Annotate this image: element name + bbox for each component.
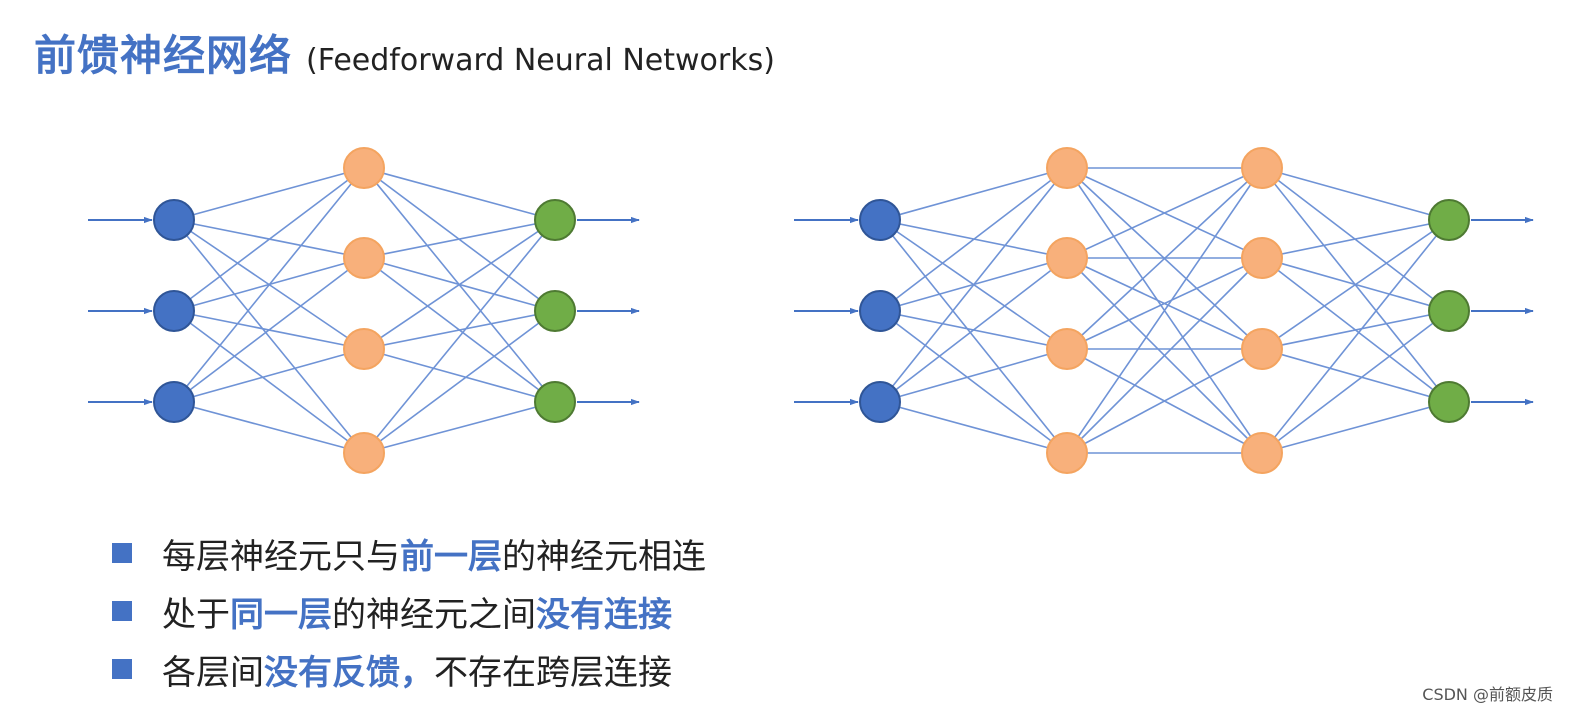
connection-line — [173, 310, 365, 454]
hidden-neuron — [343, 328, 385, 370]
input-neuron — [859, 381, 901, 423]
connection-line — [879, 167, 1068, 221]
bullet-highlight-text: 没有反馈， — [264, 652, 434, 693]
bullet-text: 的神经元相连 — [502, 536, 706, 577]
input-neuron — [859, 290, 901, 332]
bullet-text: 各层间 — [162, 652, 264, 693]
bullet-highlight-text: 没有连接 — [536, 594, 672, 635]
slide-title: 前馈神经网络 (Feedforward Neural Networks) — [34, 22, 775, 83]
hidden-neuron — [343, 147, 385, 189]
connection-line — [363, 401, 556, 454]
connection-line — [1261, 310, 1450, 350]
bullet-item: 各层间没有反馈，不存在跨层连接 — [112, 640, 706, 698]
title-subtitle: (Feedforward Neural Networks) — [306, 43, 775, 78]
hidden-neuron — [1241, 147, 1283, 189]
connection-line — [1066, 257, 1263, 454]
output-neuron — [534, 381, 576, 423]
hidden-neuron — [1241, 237, 1283, 279]
connection-line — [363, 167, 556, 221]
hidden-neuron — [343, 432, 385, 474]
input-neuron — [153, 381, 195, 423]
connection-line — [1261, 167, 1450, 221]
connection-line — [1261, 219, 1450, 454]
bullet-list: 每层神经元只与前一层的神经元相连处于同一层的神经元之间没有连接各层间没有反馈，不… — [112, 524, 706, 698]
connection-line — [1066, 257, 1263, 350]
output-neuron — [534, 290, 576, 332]
connection-line — [363, 310, 556, 350]
bullet-highlight-text: 同一层 — [230, 594, 332, 635]
connection-line — [879, 348, 1068, 403]
output-neuron — [1428, 199, 1470, 241]
connection-line — [879, 257, 1068, 403]
connection-line — [1066, 167, 1263, 454]
bullet-text: 处于 — [162, 594, 230, 635]
connection-line — [1261, 348, 1450, 403]
connection-line — [1066, 167, 1263, 259]
hidden-neuron — [343, 237, 385, 279]
bullet-item: 每层神经元只与前一层的神经元相连 — [112, 524, 706, 582]
hidden-neuron — [1046, 147, 1088, 189]
output-neuron — [1428, 290, 1470, 332]
bullet-square-icon — [112, 659, 132, 679]
connection-line — [363, 310, 556, 454]
connection-line — [173, 167, 365, 312]
hidden-neuron — [1046, 432, 1088, 474]
bullet-square-icon — [112, 601, 132, 621]
bullet-text: 的神经元之间 — [332, 594, 536, 635]
hidden-neuron — [1241, 328, 1283, 370]
connection-line — [1066, 167, 1263, 350]
bullet-text: 不存在跨层连接 — [434, 652, 672, 693]
connection-line — [879, 167, 1068, 403]
title-main: 前馈神经网络 — [34, 31, 293, 80]
connection-line — [1261, 219, 1450, 259]
connection-line — [363, 219, 556, 350]
connection-line — [879, 401, 1068, 454]
bullet-item: 处于同一层的神经元之间没有连接 — [112, 582, 706, 640]
connection-line — [1261, 401, 1450, 454]
connection-line — [1261, 310, 1450, 454]
input-neuron — [153, 290, 195, 332]
hidden-neuron — [1046, 328, 1088, 370]
hidden-neuron — [1241, 432, 1283, 474]
connection-line — [363, 348, 556, 403]
connection-line — [1261, 219, 1450, 350]
connection-line — [173, 219, 365, 454]
connection-line — [879, 167, 1068, 312]
connection-line — [173, 257, 365, 403]
connection-line — [363, 219, 556, 259]
output-neuron — [534, 199, 576, 241]
watermark: CSDN @前额皮质 — [1422, 685, 1553, 704]
connection-line — [879, 219, 1068, 454]
hidden-neuron — [1046, 237, 1088, 279]
connection-line — [173, 401, 365, 454]
connection-line — [173, 348, 365, 403]
bullet-text: 每层神经元只与 — [162, 536, 400, 577]
output-neuron — [1428, 381, 1470, 423]
bullet-square-icon — [112, 543, 132, 563]
bullet-highlight-text: 前一层 — [400, 536, 502, 577]
connection-line — [1066, 348, 1263, 454]
connection-line — [879, 310, 1068, 454]
input-neuron — [859, 199, 901, 241]
connection-line — [363, 219, 556, 454]
input-neuron — [153, 199, 195, 241]
connection-line — [173, 167, 365, 403]
connection-line — [173, 167, 365, 221]
